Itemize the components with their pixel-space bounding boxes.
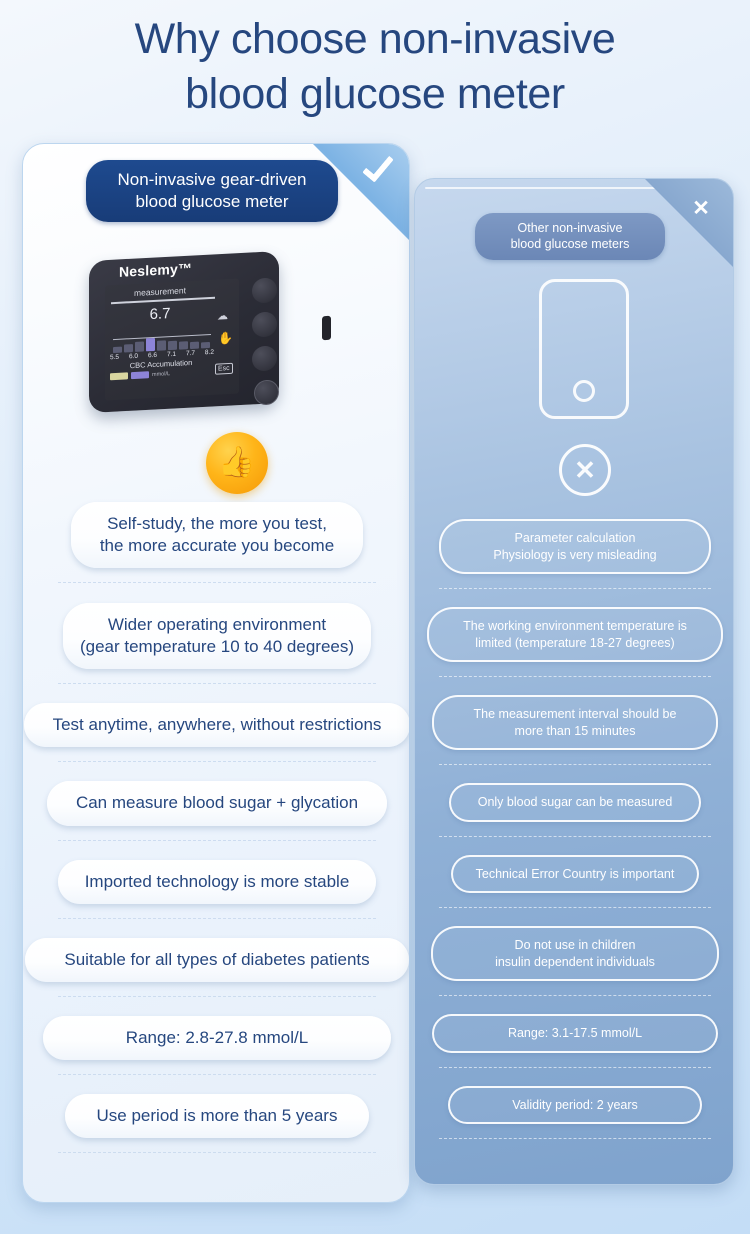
x-circle-icon: ✕ bbox=[559, 444, 611, 496]
right-card-badge-line-2: blood glucose meters bbox=[510, 237, 630, 252]
list-item: Do not use in children insulin dependent… bbox=[415, 926, 733, 981]
screen-tick: 5.5 bbox=[110, 353, 120, 362]
device-port-icon bbox=[322, 315, 331, 341]
list-divider bbox=[439, 1138, 711, 1139]
device-screen: measurement 6.7 5.5 6.0 6.6 7.1 7. bbox=[105, 278, 239, 401]
list-item: Use period is more than 5 years bbox=[23, 1093, 409, 1138]
screen-tick: 8.2 bbox=[204, 348, 214, 357]
list-divider bbox=[58, 582, 376, 584]
legend-swatch-2 bbox=[131, 371, 149, 380]
list-divider bbox=[439, 588, 711, 589]
close-icon: ✕ bbox=[692, 197, 710, 220]
left-feature-list: Self-study, the more you test, the more … bbox=[23, 502, 409, 1153]
list-divider bbox=[439, 764, 711, 765]
list-divider bbox=[439, 835, 711, 837]
esc-button-label: Esc bbox=[215, 362, 233, 375]
page-title-line-2: blood glucose meter bbox=[185, 70, 565, 119]
limitation-line-1: The working environment temperature is bbox=[463, 619, 687, 633]
list-divider bbox=[58, 917, 376, 919]
list-item: Can measure blood sugar + glycation bbox=[23, 781, 409, 826]
feature-line-2: the more accurate you become bbox=[99, 536, 335, 556]
legend-unit-label: mmol/L bbox=[152, 370, 171, 378]
list-item: Wider operating environment (gear temper… bbox=[23, 603, 409, 670]
feature-line-1: Wider operating environment bbox=[107, 615, 327, 635]
limitation-line-1: Range: 3.1-17.5 mmol/L bbox=[507, 1026, 643, 1040]
hand-icon: ✋ bbox=[218, 330, 233, 346]
list-divider bbox=[58, 683, 376, 685]
feature-line-1: Imported technology is more stable bbox=[84, 871, 350, 891]
limitation-line-2: Physiology is very misleading bbox=[493, 547, 657, 562]
limitation-line-2: limited (temperature 18-27 degrees) bbox=[475, 635, 675, 650]
comparison-card-right: ✕ Other non-invasive blood glucose meter… bbox=[414, 178, 734, 1185]
list-item: The measurement interval should be more … bbox=[415, 695, 733, 750]
feature-line-1: Use period is more than 5 years bbox=[96, 1105, 338, 1125]
screen-tick: 6.0 bbox=[128, 352, 139, 361]
legend-swatch-1 bbox=[110, 372, 128, 381]
page-title: Why choose non-invasive blood glucose me… bbox=[0, 12, 750, 122]
feature-line-1: Suitable for all types of diabetes patie… bbox=[64, 949, 370, 969]
left-card-badge-line-2: blood glucose meter bbox=[135, 191, 289, 211]
list-divider bbox=[439, 1066, 711, 1068]
screen-legend: mmol/L bbox=[110, 370, 171, 381]
left-card-badge: Non-invasive gear-driven blood glucose m… bbox=[86, 160, 338, 222]
list-divider bbox=[58, 839, 376, 841]
screen-tick: 7.7 bbox=[185, 349, 195, 358]
right-feature-list: Parameter calculation Physiology is very… bbox=[415, 519, 733, 1139]
generic-device-outline-icon bbox=[539, 279, 629, 419]
list-item: Range: 3.1-17.5 mmol/L bbox=[415, 1014, 733, 1053]
list-divider bbox=[58, 1073, 376, 1075]
feature-line-1: Self-study, the more you test, bbox=[107, 514, 327, 533]
limitation-line-1: Only blood sugar can be measured bbox=[477, 795, 673, 809]
limitation-line-1: The measurement interval should be bbox=[473, 707, 677, 721]
left-card-badge-line-1: Non-invasive gear-driven bbox=[117, 170, 307, 189]
right-card-badge-line-1: Other non-invasive bbox=[517, 221, 623, 235]
list-divider bbox=[439, 907, 711, 908]
list-divider bbox=[58, 1151, 376, 1153]
screen-tick: 6.6 bbox=[147, 351, 158, 360]
feature-line-1: Test anytime, anywhere, without restrict… bbox=[52, 715, 382, 735]
home-button-icon bbox=[573, 380, 595, 402]
list-item: Imported technology is more stable bbox=[23, 859, 409, 904]
list-divider bbox=[58, 761, 376, 763]
list-item: Suitable for all types of diabetes patie… bbox=[23, 937, 409, 982]
limitation-line-1: Technical Error Country is important bbox=[475, 866, 675, 881]
cloud-icon: ☁ bbox=[217, 310, 228, 323]
list-divider bbox=[58, 995, 376, 997]
comparison-card-left: Non-invasive gear-driven blood glucose m… bbox=[22, 143, 410, 1203]
list-divider bbox=[439, 995, 711, 996]
limitation-line-2: more than 15 minutes bbox=[514, 723, 636, 738]
glucose-meter-image: Neslemy™ measurement 6.7 5.5 6.0 6.6 bbox=[71, 244, 371, 434]
list-divider bbox=[439, 676, 711, 677]
limitation-line-2: insulin dependent individuals bbox=[495, 954, 655, 969]
list-item: Technical Error Country is important bbox=[415, 854, 733, 893]
limitation-line-1: Validity period: 2 years bbox=[512, 1097, 638, 1112]
limitation-line-1: Parameter calculation bbox=[514, 531, 636, 545]
limitation-line-1: Do not use in children bbox=[514, 938, 636, 952]
feature-line-1: Range: 2.8-27.8 mmol/L bbox=[125, 1027, 309, 1047]
screen-tick: 7.1 bbox=[166, 350, 176, 359]
page-title-line-1: Why choose non-invasive bbox=[134, 15, 616, 63]
list-item: The working environment temperature is l… bbox=[415, 607, 733, 662]
feature-line-1: Can measure blood sugar + glycation bbox=[75, 793, 359, 813]
screen-reading-value: 6.7 bbox=[149, 305, 171, 324]
feature-line-2: (gear temperature 10 to 40 degrees) bbox=[79, 637, 355, 657]
list-item: Parameter calculation Physiology is very… bbox=[415, 519, 733, 574]
list-item: Validity period: 2 years bbox=[415, 1085, 733, 1124]
list-item: Self-study, the more you test, the more … bbox=[23, 502, 409, 569]
right-card-badge: Other non-invasive blood glucose meters bbox=[475, 213, 665, 260]
device-power-button[interactable] bbox=[254, 379, 279, 406]
check-icon bbox=[362, 149, 394, 183]
thumbs-up-icon: 👍 bbox=[206, 432, 268, 494]
list-item: Range: 2.8-27.8 mmol/L bbox=[23, 1015, 409, 1060]
list-item: Only blood sugar can be measured bbox=[415, 783, 733, 822]
list-item: Test anytime, anywhere, without restrict… bbox=[23, 703, 409, 748]
